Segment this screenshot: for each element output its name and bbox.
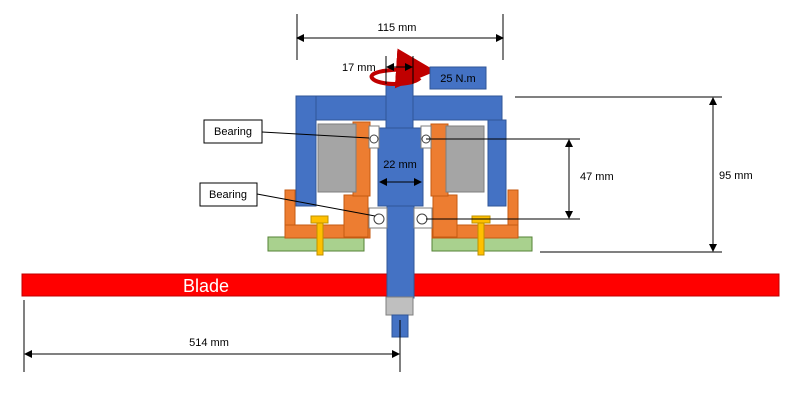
orange-bracket-right-inner <box>432 194 458 238</box>
callout-label-bearing-upper: Bearing <box>214 126 252 138</box>
orange-bracket-right-top <box>430 123 449 197</box>
blade-right <box>410 273 780 297</box>
bolt-shank-left <box>316 222 324 256</box>
stator-right <box>445 125 485 193</box>
bearing-ball-upper-left <box>369 134 379 144</box>
bolt-shank-right <box>477 222 485 256</box>
dim-label-radius: 514 mm <box>189 337 229 349</box>
stator-left <box>317 123 357 193</box>
bearing-ball-lower-left <box>373 213 385 225</box>
rotor-arm-left <box>295 95 317 207</box>
shaft-lower <box>386 205 415 299</box>
callout-leader-bearing-upper <box>261 131 370 139</box>
callout-leader-bearing-lower <box>256 193 376 217</box>
dim-label-width-total: 115 mm <box>378 22 417 34</box>
dim-label-shaft-mid: 22 mm <box>383 159 417 171</box>
orange-bracket-left-inner <box>343 194 369 238</box>
blade-label: Blade <box>183 276 229 296</box>
callout-label-bearing-lower: Bearing <box>209 189 247 201</box>
callout-box-bearing-upper <box>203 119 263 144</box>
dim-label-shaft-top: 17 mm <box>342 62 376 74</box>
torque-label: 25 N.m <box>440 73 475 85</box>
torque-label-box <box>429 66 487 90</box>
shaft-middle <box>377 127 424 207</box>
bolt-head-left <box>310 215 329 224</box>
shaft-sleeve <box>385 296 414 316</box>
dim-label-bearing-span: 47 mm <box>580 171 614 183</box>
base-plate-left <box>267 236 365 252</box>
bearing-ball-lower-right <box>416 213 428 225</box>
dim-label-height-total: 95 mm <box>719 170 753 182</box>
rotor-arm-right <box>487 119 507 207</box>
shaft-top <box>385 83 414 129</box>
